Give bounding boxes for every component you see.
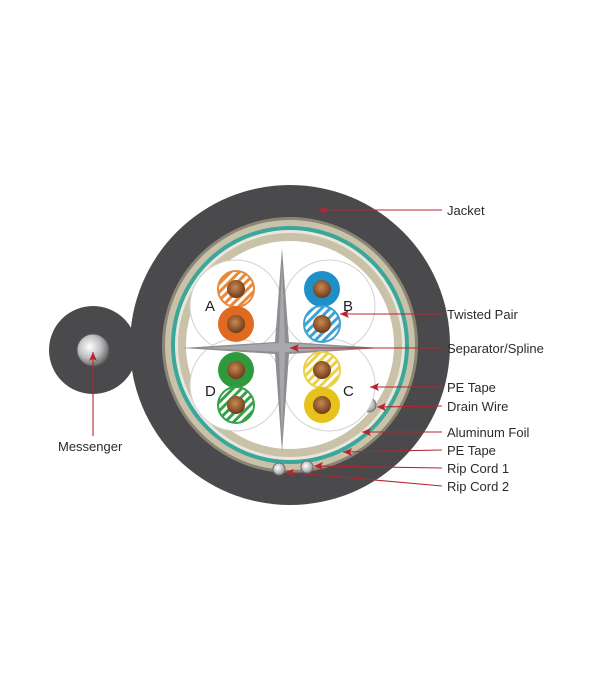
drain-wire-leader	[376, 405, 443, 408]
label-separator-spline: Separator/Spline	[447, 341, 544, 356]
copper-core	[313, 361, 331, 379]
pair-letter-d: D	[205, 383, 216, 400]
rip-cord-2-arrowhead	[285, 469, 294, 477]
copper-core	[227, 315, 245, 333]
rip-cord-2	[272, 462, 286, 476]
label-rip-cord-1: Rip Cord 1	[447, 461, 509, 476]
copper-core	[227, 396, 245, 414]
leader-lines	[92, 209, 443, 487]
label-aluminum-foil: Aluminum Foil	[447, 425, 529, 440]
jacket-arrowhead	[318, 206, 327, 214]
copper-core	[313, 280, 331, 298]
label-pe-tape-inner: PE Tape	[447, 443, 496, 458]
rip-cord-1-leader	[313, 465, 443, 469]
separator-highlight	[205, 262, 360, 440]
leader-arrowheads	[89, 206, 386, 477]
messenger-arrowhead	[89, 352, 97, 361]
pe-tape-inner-arrowhead	[343, 448, 352, 456]
pair-d	[217, 352, 255, 424]
drain-wire-arrowhead	[377, 403, 386, 411]
pair-a	[217, 270, 255, 342]
pair-letter-a: A	[205, 298, 215, 315]
rip-cord-1-arrowhead	[314, 462, 323, 470]
rip-cord-1	[300, 460, 314, 474]
separator-arrowhead	[290, 344, 299, 352]
copper-core	[227, 361, 245, 379]
rip-cord-2-leader	[284, 471, 443, 487]
aluminum-foil-arrowhead	[362, 428, 371, 436]
label-twisted-pair: Twisted Pair	[447, 307, 518, 322]
pair-c	[303, 351, 341, 423]
copper-core	[313, 396, 331, 414]
label-rip-cord-2: Rip Cord 2	[447, 479, 509, 494]
twisted-pair-arrowhead	[340, 310, 349, 318]
pair-letter-c: C	[343, 383, 354, 400]
pair-letter-b: B	[343, 298, 353, 315]
copper-core	[313, 315, 331, 333]
pair-b	[303, 271, 341, 343]
pe-tape-inner-leader	[342, 449, 443, 453]
copper-core	[227, 280, 245, 298]
label-drain-wire: Drain Wire	[447, 399, 508, 414]
pe-tape-outer-arrowhead	[370, 383, 379, 391]
label-pe-tape-outer: PE Tape	[447, 380, 496, 395]
label-messenger: Messenger	[58, 439, 123, 454]
label-jacket: Jacket	[447, 203, 485, 218]
